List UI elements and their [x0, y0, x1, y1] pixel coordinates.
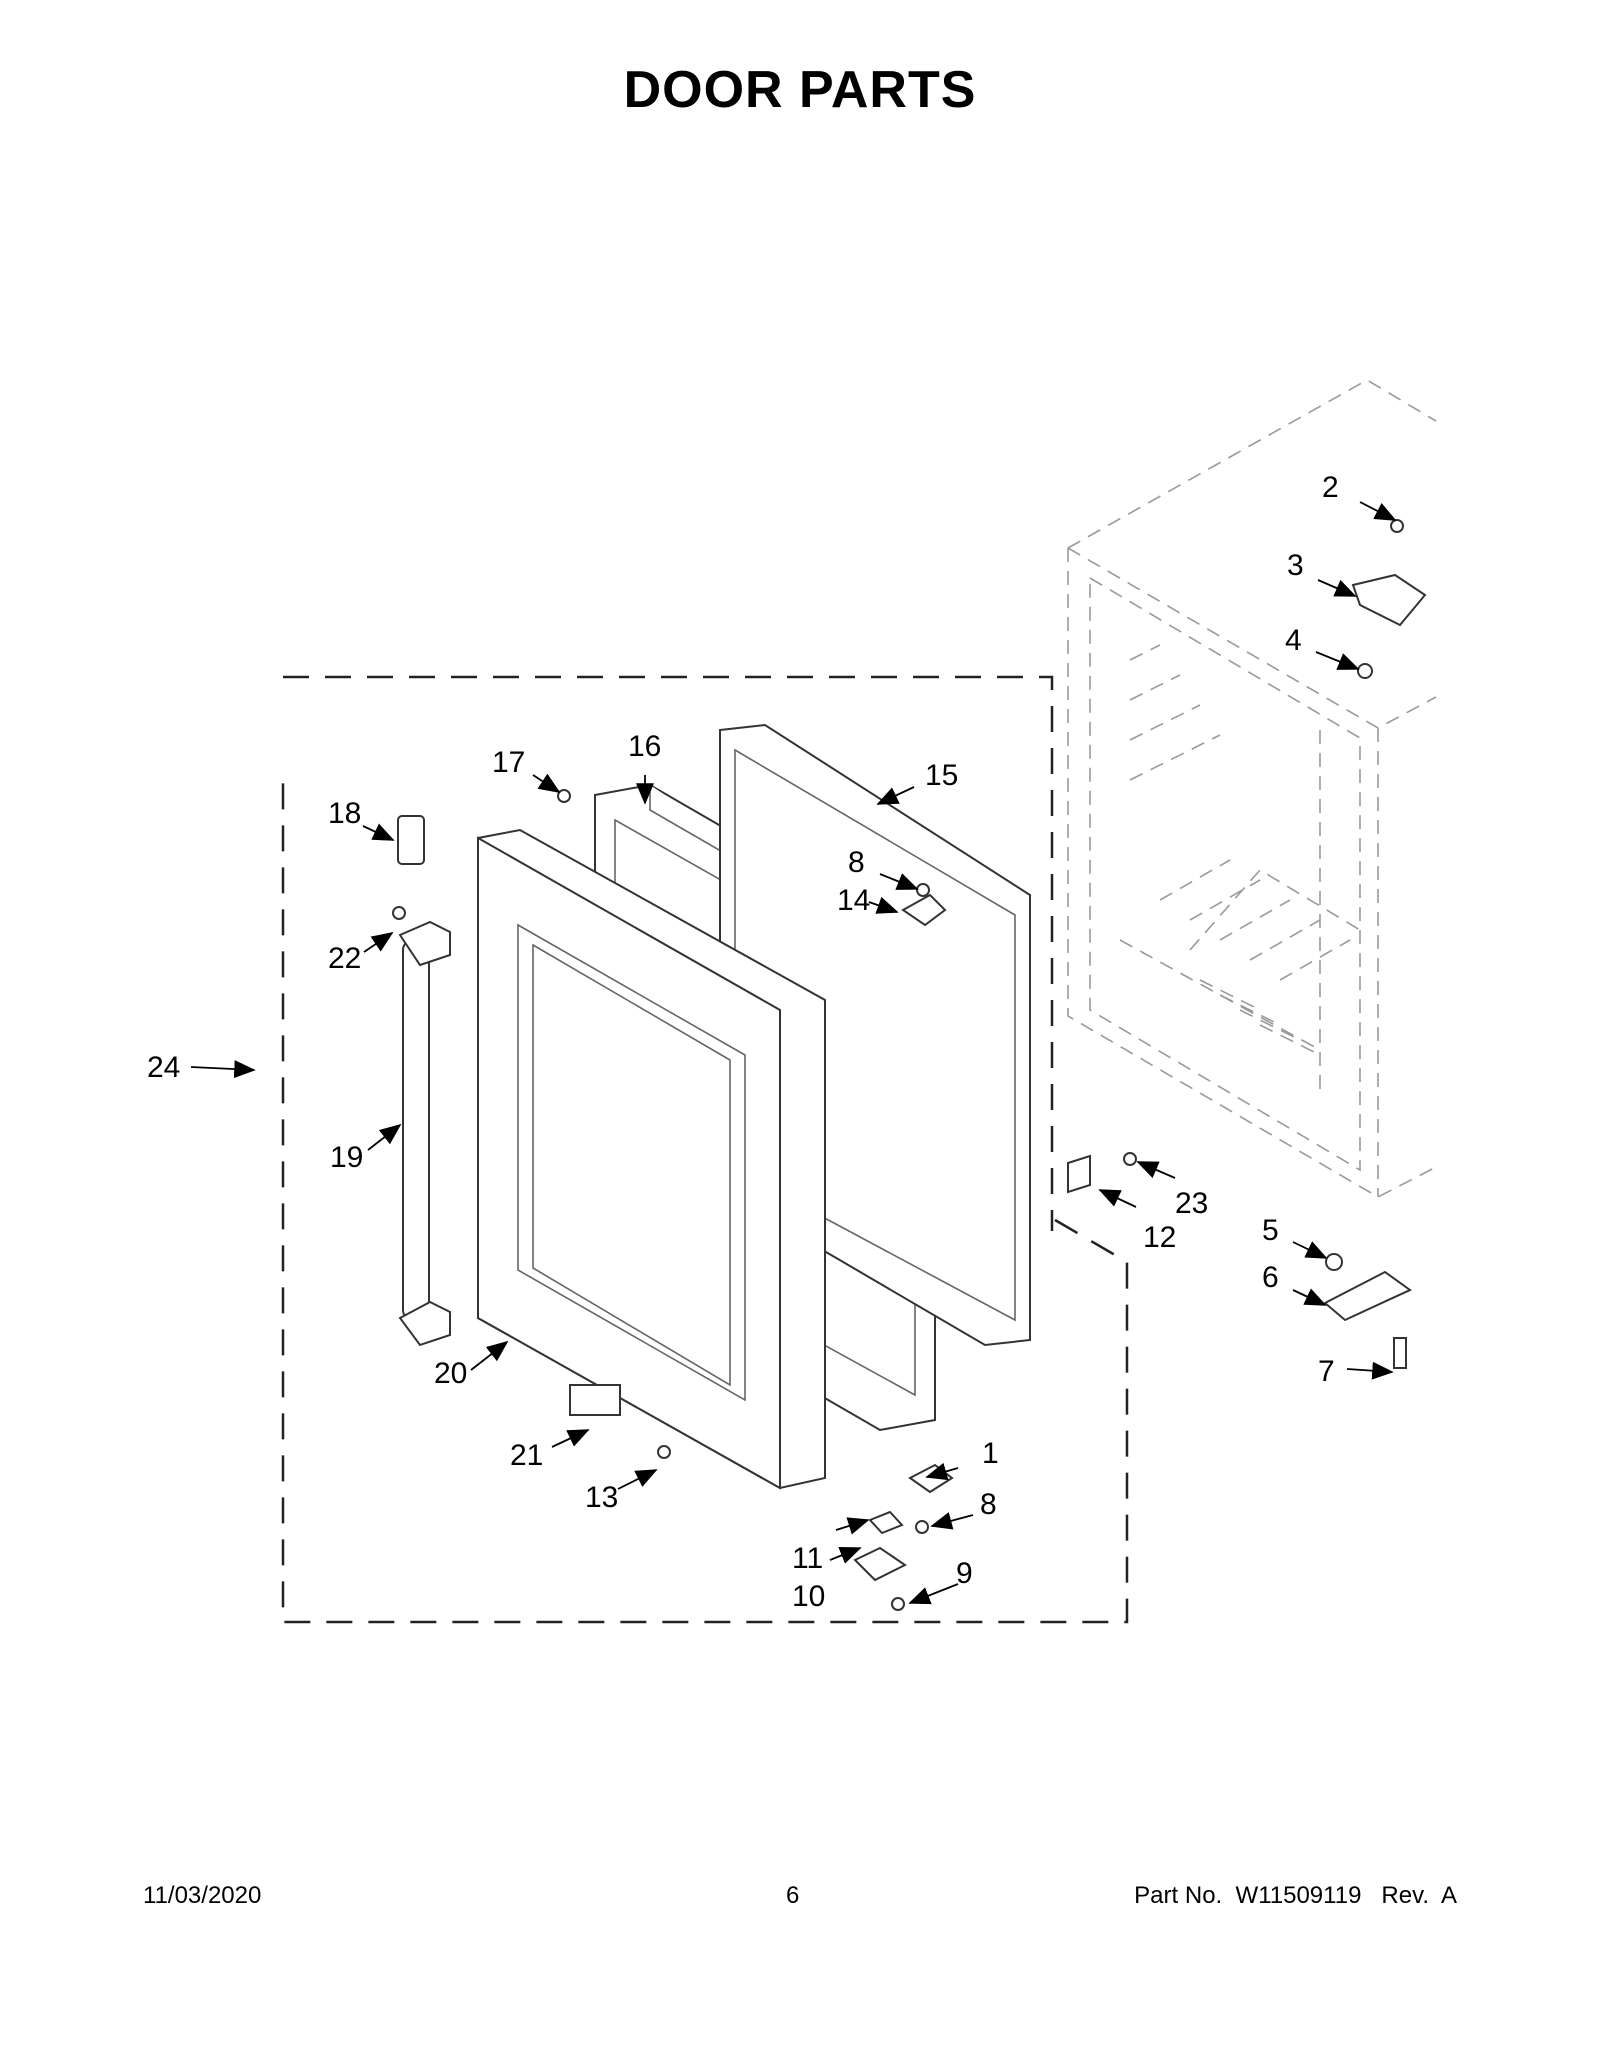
- screw-part: [392, 906, 406, 920]
- callout-10: 10: [792, 1580, 825, 1613]
- cabinet-outline: [1067, 379, 1437, 1198]
- callout-24: 24: [147, 1051, 180, 1084]
- callout-15: 15: [925, 759, 958, 792]
- screw-part: [1123, 1152, 1137, 1166]
- callout-8-bottom: 8: [980, 1488, 997, 1521]
- bracket-part: [1067, 1154, 1091, 1194]
- callout-1: 1: [982, 1437, 999, 1470]
- callout-4: 4: [1285, 624, 1302, 657]
- callout-19: 19: [330, 1141, 363, 1174]
- screw-part: [657, 1445, 671, 1459]
- hinge-plate-part: [908, 1463, 954, 1494]
- callout-17: 17: [492, 746, 525, 779]
- screw-part: [1393, 1337, 1407, 1369]
- footer-date: 11/03/2020: [143, 1882, 262, 1909]
- callout-7: 7: [1318, 1355, 1335, 1388]
- callout-11: 11: [792, 1542, 823, 1575]
- callout-13: 13: [585, 1481, 618, 1514]
- hinge-bracket-part: [853, 1546, 907, 1582]
- footer-part-number: Part No. W11509119 Rev. A: [1134, 1882, 1457, 1909]
- callout-3: 3: [1287, 549, 1304, 582]
- screw-part: [891, 1597, 905, 1611]
- screw-part: [916, 883, 930, 897]
- callout-23: 23: [1175, 1187, 1208, 1220]
- callout-12: 12: [1143, 1221, 1176, 1254]
- hinge-plate-part: [901, 893, 947, 927]
- bottom-hinge-part: [1323, 1270, 1412, 1322]
- hinge-cover-part: [397, 815, 425, 865]
- callout-8-top: 8: [848, 846, 865, 879]
- footer-page-number: 6: [786, 1882, 800, 1909]
- page-title: DOOR PARTS: [623, 61, 977, 119]
- screw-part: [557, 789, 571, 803]
- hinge-shim-part: [868, 1510, 904, 1535]
- leader-lines: [190, 501, 1397, 1605]
- callout-16: 16: [628, 730, 661, 763]
- door-assembly-boundary: [281, 675, 1129, 1624]
- callout-6: 6: [1262, 1261, 1279, 1294]
- callout-18: 18: [328, 797, 361, 830]
- washer-part: [1325, 1253, 1343, 1271]
- nameplate-part: [569, 1384, 621, 1416]
- callout-22: 22: [328, 942, 361, 975]
- callout-9: 9: [956, 1557, 973, 1590]
- callout-21: 21: [510, 1439, 543, 1472]
- washer-part: [1357, 663, 1373, 679]
- screw-part: [915, 1520, 929, 1534]
- door-handle-part: [398, 920, 451, 1347]
- callout-2: 2: [1322, 471, 1339, 504]
- callout-5: 5: [1262, 1214, 1279, 1247]
- callouts: 2 3 4 5 6 7 8 8 9 10 11 12 13 14 15 16 1…: [147, 471, 1339, 1613]
- callout-20: 20: [434, 1357, 467, 1390]
- screw-part: [1390, 519, 1404, 533]
- callout-14: 14: [837, 884, 870, 917]
- door-panel-part: [477, 828, 826, 1490]
- top-hinge-part: [1351, 573, 1427, 627]
